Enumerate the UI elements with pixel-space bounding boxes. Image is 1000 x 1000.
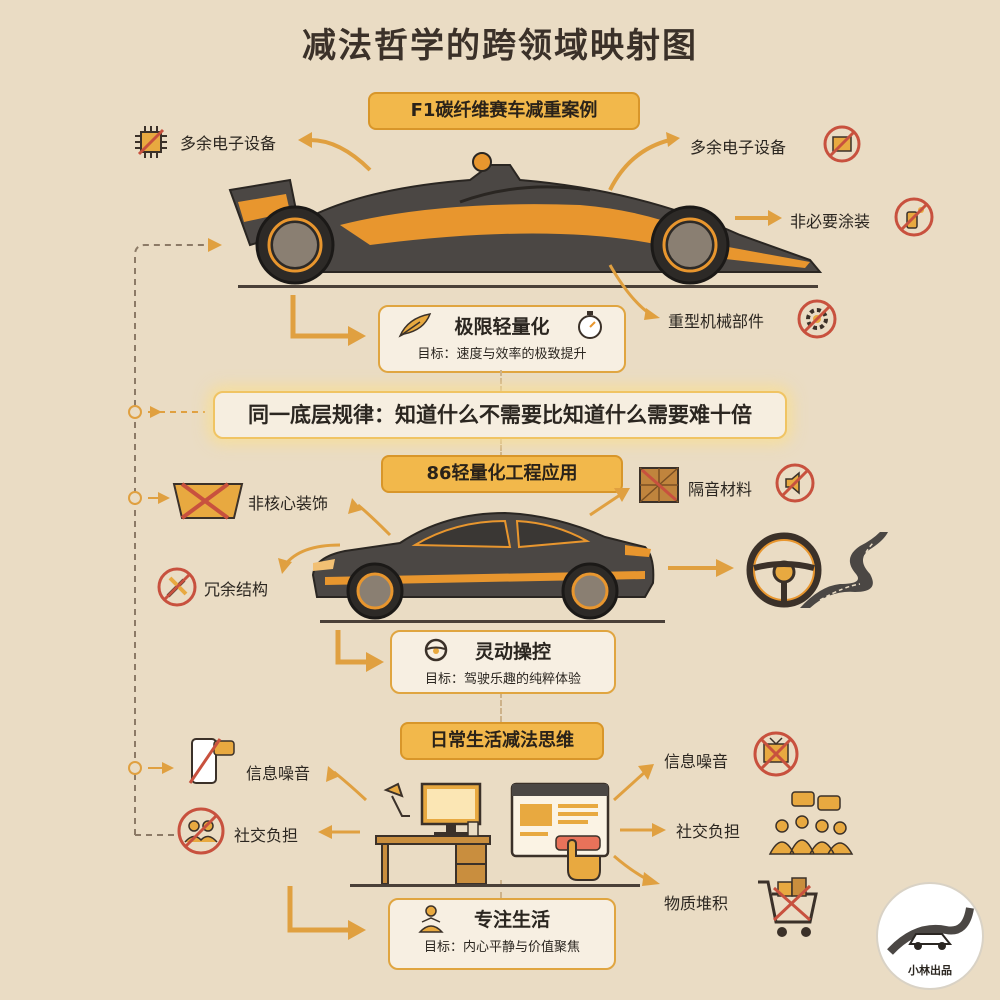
label-soundproof: 隔音材料 — [688, 480, 753, 499]
label-clutter: 物质堆积 — [664, 894, 729, 913]
principle-banner: 同一底层规律：知道什么不需要比知道什么需要难十倍 — [213, 391, 787, 439]
label-paint: 非必要涂装 — [790, 212, 871, 231]
steering-wheel-icon — [746, 532, 822, 608]
life-section-header: 日常生活减法思维 — [400, 722, 604, 760]
brand-logo: 小林出品 — [876, 882, 984, 990]
browser-window-icon — [510, 782, 610, 881]
car86-illustration — [311, 511, 655, 620]
f1-car-illustration — [228, 152, 823, 285]
car86-goal-subtitle: 目标：驾驶乐趣的纯粹体验 — [424, 672, 581, 687]
f1-ground-line — [238, 285, 818, 288]
electronics-prohibited-icon — [823, 125, 861, 163]
life-ground-line — [350, 884, 640, 887]
page-title: 减法哲学的跨领域映射图 — [302, 26, 698, 66]
chip-icon — [135, 126, 167, 158]
logo-text: 小林出品 — [908, 964, 952, 977]
label-redundant: 冗余结构 — [204, 580, 269, 599]
mute-prohibited-icon — [775, 463, 815, 503]
label-heavy-parts: 重型机械部件 — [668, 312, 765, 331]
label-info-noise-right: 信息噪音 — [664, 752, 729, 771]
shopping-cart-icon — [758, 877, 818, 937]
stopwatch-icon — [578, 311, 602, 339]
meditation-icon — [418, 905, 444, 933]
logo-road-car-icon — [887, 907, 974, 955]
people-prohibited-icon — [177, 807, 225, 855]
car86-ground-line — [320, 620, 665, 623]
car86-goal-title: 灵动操控 — [474, 641, 551, 663]
f1-goal-box: 极限轻量化 目标：速度与效率的极致提升 — [378, 305, 626, 373]
label-info-noise-left: 信息噪音 — [246, 764, 311, 783]
tv-prohibited-icon — [753, 731, 799, 777]
tools-prohibited-icon — [157, 567, 197, 607]
phone-prohibited-icon — [188, 738, 235, 784]
gear-prohibited-icon — [797, 299, 837, 339]
group-chat-icon — [768, 791, 854, 855]
small-steering-icon — [424, 638, 448, 662]
car86-section-header: 86轻量化工程应用 — [381, 455, 623, 493]
f1-section-header: F1碳纤维赛车减重案例 — [368, 92, 640, 130]
center-connector-3 — [500, 692, 502, 722]
center-connector-1 — [500, 370, 502, 392]
f1-goal-title: 极限轻量化 — [454, 316, 550, 338]
decoration-prohibited-icon — [172, 482, 244, 520]
label-electronics-left: 多余电子设备 — [180, 134, 277, 153]
car86-goal-box: 灵动操控 目标：驾驶乐趣的纯粹体验 — [390, 630, 616, 694]
label-social-left: 社交负担 — [234, 826, 299, 845]
spray-prohibited-icon — [894, 197, 934, 237]
label-social-right: 社交负担 — [676, 822, 741, 841]
label-decoration: 非核心装饰 — [248, 494, 329, 513]
soundproof-panel-icon — [639, 467, 679, 503]
label-electronics-right: 多余电子设备 — [690, 138, 787, 157]
feather-icon — [398, 313, 432, 338]
center-connector-2 — [500, 438, 502, 458]
life-goal-subtitle: 目标：内心平静与价值聚焦 — [423, 940, 580, 955]
desk-computer-icon — [375, 782, 491, 885]
center-connector-4 — [500, 880, 502, 898]
winding-road-icon — [800, 532, 888, 608]
life-goal-title: 专注生活 — [473, 909, 550, 931]
f1-goal-subtitle: 目标：速度与效率的极致提升 — [417, 347, 587, 362]
